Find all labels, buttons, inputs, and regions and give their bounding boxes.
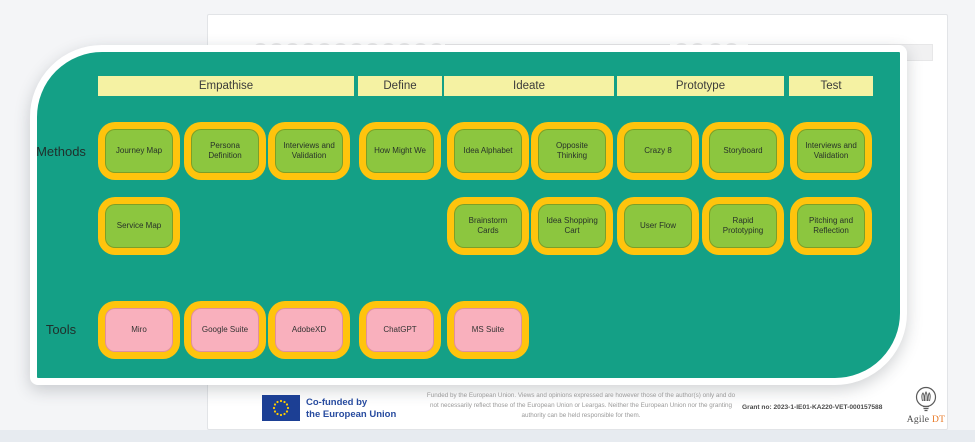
method-card: Storyboard (702, 122, 784, 180)
bottom-strip (0, 430, 975, 442)
method-card-label: Interviews and Validation (797, 129, 865, 173)
row-label-methods: Methods (36, 144, 86, 159)
method-card-label: Crazy 8 (624, 129, 692, 173)
method-card-label: Rapid Prototyping (709, 204, 777, 248)
method-card: Journey Map (98, 122, 180, 180)
tool-card: Miro (98, 301, 180, 359)
method-card: Opposite Thinking (531, 122, 613, 180)
tool-card-label: MS Suite (454, 308, 522, 352)
method-card: Interviews and Validation (790, 122, 872, 180)
method-card: Persona Definition (184, 122, 266, 180)
tool-card: ChatGPT (359, 301, 441, 359)
method-card: Crazy 8 (617, 122, 699, 180)
phase-header-prototype: Prototype (617, 76, 784, 96)
eu-flag-icon (262, 395, 300, 426)
method-card-label: Interviews and Validation (275, 129, 343, 173)
eu-cofunded-label: Co-funded by the European Union (306, 397, 397, 420)
tool-card-label: ChatGPT (366, 308, 434, 352)
method-card: User Flow (617, 197, 699, 255)
tool-card-label: Google Suite (191, 308, 259, 352)
phase-header-ideate: Ideate (444, 76, 614, 96)
method-card: Idea Shopping Cart (531, 197, 613, 255)
method-card: Pitching and Reflection (790, 197, 872, 255)
agile-dt-wordmark: Agile DT (906, 415, 946, 425)
tool-card-label: AdobeXD (275, 308, 343, 352)
phase-header-empathise: Empathise (98, 76, 354, 96)
tool-card: Google Suite (184, 301, 266, 359)
method-card-label: Persona Definition (191, 129, 259, 173)
phase-header-define: Define (358, 76, 442, 96)
phase-header-test: Test (789, 76, 873, 96)
method-card: Interviews and Validation (268, 122, 350, 180)
method-card-label: Storyboard (709, 129, 777, 173)
grant-number: Grant no: 2023-1-IE01-KA220-VET-00015758… (742, 404, 883, 411)
method-card-label: Service Map (105, 204, 173, 248)
agile-dt-logo: Agile DT (903, 386, 949, 425)
lightbulb-icon (915, 386, 937, 412)
method-card-label: Idea Alphabet (454, 129, 522, 173)
tool-card-label: Miro (105, 308, 173, 352)
method-card-label: User Flow (624, 204, 692, 248)
tool-card: AdobeXD (268, 301, 350, 359)
method-card: How Might We (359, 122, 441, 180)
method-card-label: How Might We (366, 129, 434, 173)
method-card: Brainstorm Cards (447, 197, 529, 255)
funding-disclaimer: Funded by the European Union. Views and … (426, 392, 736, 419)
method-card-label: Pitching and Reflection (797, 204, 865, 248)
method-card-label: Journey Map (105, 129, 173, 173)
method-card-label: Idea Shopping Cart (538, 204, 606, 248)
row-label-tools: Tools (45, 322, 77, 337)
method-card-label: Brainstorm Cards (454, 204, 522, 248)
method-card: Rapid Prototyping (702, 197, 784, 255)
tool-card: MS Suite (447, 301, 529, 359)
method-card: Idea Alphabet (447, 122, 529, 180)
method-card-label: Opposite Thinking (538, 129, 606, 173)
method-card: Service Map (98, 197, 180, 255)
